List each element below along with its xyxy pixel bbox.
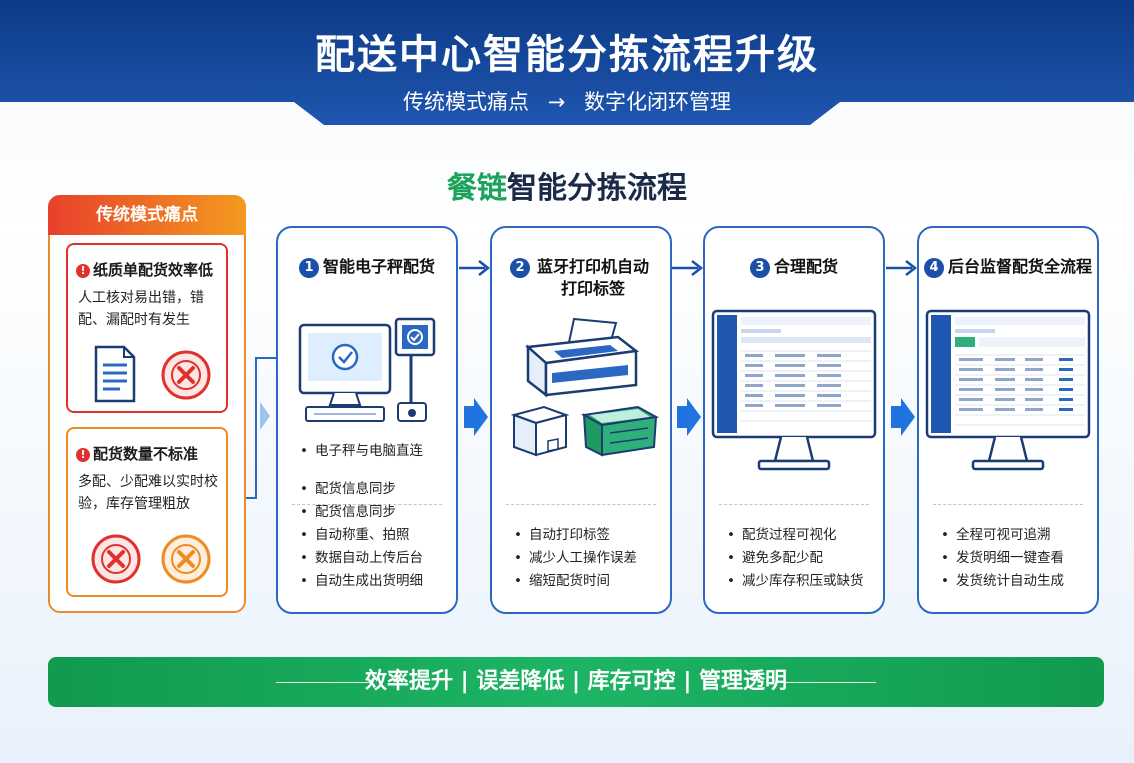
pain-card-icons	[68, 529, 230, 589]
document-icon	[94, 345, 136, 403]
step-title-text: 合理配货	[773, 257, 838, 276]
warning-x-icon	[161, 534, 211, 584]
pain-card-quantity: !配货数量不标准 多配、少配难以实时校验，库存管理粗放	[66, 427, 228, 597]
pain-card-title: !纸质单配货效率低	[76, 259, 213, 280]
step-divider	[719, 504, 869, 505]
pain-card-text: 多配、少配难以实时校验，库存管理粗放	[78, 474, 218, 512]
arrow-right-icon	[886, 260, 918, 276]
pain-card-paper: !纸质单配货效率低 人工核对易出错，错配、漏配时有发生	[66, 243, 228, 413]
benefits-banner: 效率提升 | 误差降低 | 库存可控 | 管理透明	[48, 657, 1104, 707]
section-title-text: 智能分拣流程	[507, 171, 687, 206]
step-title-text: 后台监督配货全流程	[947, 257, 1092, 276]
warning-icon: !	[76, 264, 90, 278]
step-number: 4	[923, 258, 944, 278]
pain-panel-title: 传统模式痛点	[48, 195, 246, 235]
step-bullet: 缩短配货时间	[514, 570, 637, 593]
step-card-2: 2 蓝牙打印机自动打印标签 自动打印标签 减少人工操作误差 缩短配货时间	[490, 226, 672, 614]
step-title-text: 智能电子秤配货	[322, 257, 435, 276]
step-bullets-2: 配货信息同步 配货信息同步 自动称重、拍照 数据自动上传后台 自动生成出货明细	[300, 478, 423, 593]
chevron-right-icon	[677, 398, 701, 436]
step-bullets: 电子秤与电脑直连	[300, 440, 423, 463]
arrow-right-icon	[672, 260, 704, 276]
arrow-right-icon	[459, 260, 491, 276]
error-x-icon	[161, 350, 211, 400]
step-bullet: 发货明细一键查看	[941, 547, 1064, 570]
step-bullet: 数据自动上传后台	[300, 547, 423, 570]
chevron-right-icon	[464, 398, 488, 436]
step-number: 3	[749, 258, 770, 278]
pain-points-panel: 传统模式痛点 !纸质单配货效率低 人工核对易出错，错配、漏配时有发生 !配货数量…	[48, 195, 246, 613]
pain-card-icons	[68, 345, 230, 405]
step-bullet: 配货信息同步	[300, 501, 423, 524]
step-title-text: 蓝牙打印机自动打印标签	[536, 257, 649, 298]
step-bullets: 全程可视可追溯 发货明细一键查看 发货统计自动生成	[941, 524, 1064, 593]
step-bullet: 自动称重、拍照	[300, 524, 423, 547]
step-bullet: 自动生成出货明细	[300, 570, 423, 593]
step-bullet: 配货过程可视化	[727, 524, 863, 547]
step-bullet: 配货信息同步	[300, 478, 423, 501]
page-title: 配送中心智能分拣流程升级	[315, 32, 819, 78]
step-number: 1	[298, 258, 319, 278]
page-subtitle: 传统模式痛点 → 数字化闭环管理	[0, 86, 1134, 116]
subtitle-arrow: →	[547, 90, 566, 114]
error-x-icon	[91, 534, 141, 584]
pain-card-title-text: 纸质单配货效率低	[93, 261, 214, 279]
step-bullet: 全程可视可追溯	[941, 524, 1064, 547]
step-bullet: 电子秤与电脑直连	[300, 440, 423, 463]
pain-connector	[246, 357, 280, 499]
section-title: 餐链智能分拣流程	[0, 163, 1134, 207]
step-divider	[933, 504, 1083, 505]
step-bullet: 自动打印标签	[514, 524, 637, 547]
benefits-text: 效率提升 | 误差降低 | 库存可控 | 管理透明	[364, 669, 788, 694]
pain-card-title: !配货数量不标准	[76, 443, 198, 464]
step-divider	[506, 504, 656, 505]
step-bullets: 配货过程可视化 避免多配少配 减少库存积压或缺货	[727, 524, 864, 593]
header-banner: 配送中心智能分拣流程升级 传统模式痛点 → 数字化闭环管理	[0, 0, 1134, 125]
pain-card-title-text: 配货数量不标准	[93, 445, 199, 463]
monitor-dashboard-icon	[711, 309, 877, 471]
computer-scale-icon	[298, 317, 436, 422]
monitor-dashboard-icon	[925, 309, 1091, 471]
banner-line-right	[781, 682, 876, 683]
step-bullet: 发货统计自动生成	[941, 570, 1064, 593]
step-bullet: 减少库存积压或缺货	[727, 570, 864, 593]
chevron-right-icon	[891, 398, 915, 436]
printer-boxes-icon	[510, 317, 660, 457]
step-number: 2	[510, 258, 530, 278]
subtitle-to: 数字化闭环管理	[583, 90, 731, 114]
step-bullet: 避免多配少配	[727, 547, 863, 570]
step-title: 2 蓝牙打印机自动打印标签	[492, 256, 670, 300]
banner-line-left	[276, 682, 371, 683]
pain-card-text: 人工核对易出错，错配、漏配时有发生	[78, 290, 204, 328]
step-bullets: 自动打印标签 减少人工操作误差 缩短配货时间	[514, 524, 637, 593]
subtitle-from: 传统模式痛点	[403, 90, 529, 114]
warning-icon: !	[76, 448, 90, 462]
brand-name: 餐链	[447, 171, 507, 206]
step-bullet: 减少人工操作误差	[514, 547, 637, 570]
header-background	[0, 0, 1134, 125]
